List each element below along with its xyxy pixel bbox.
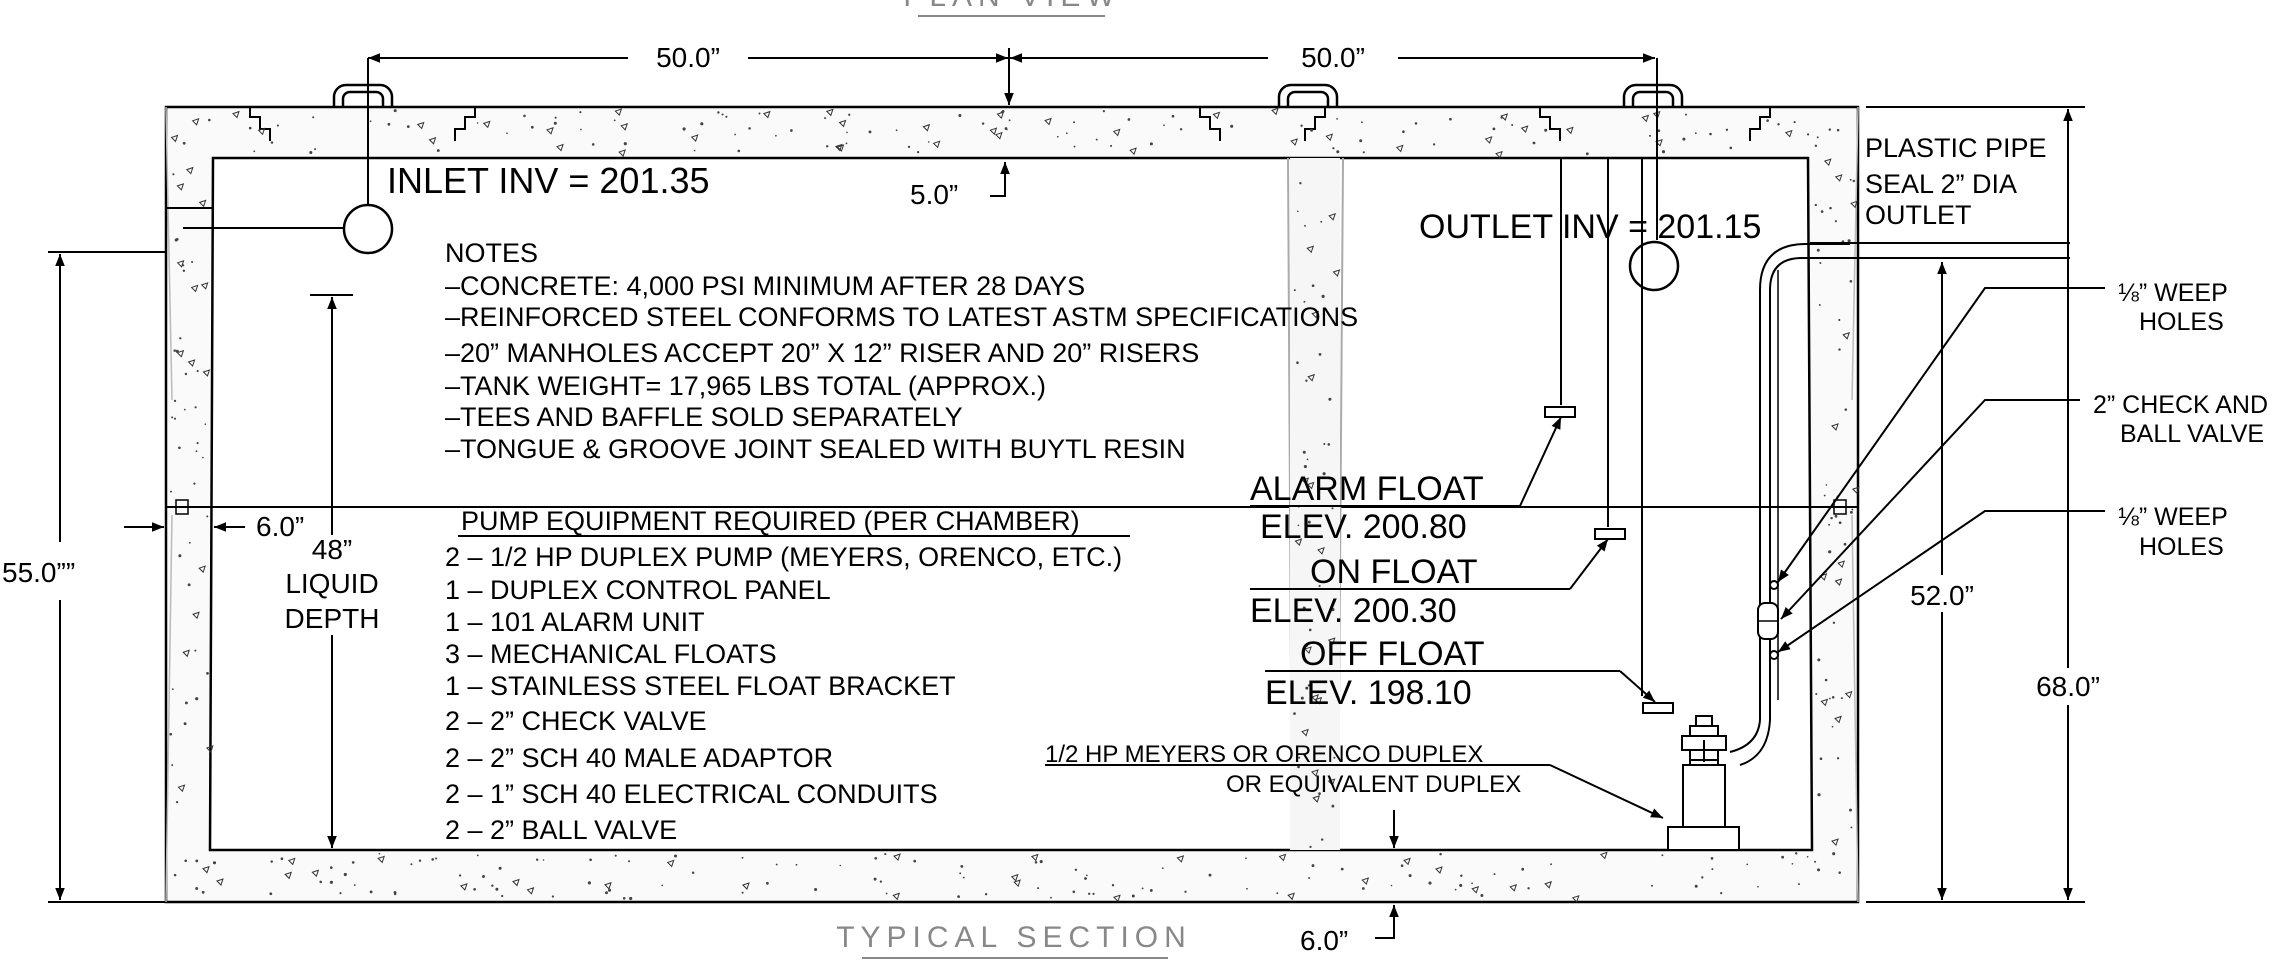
pump-item: 2 – 1” SCH 40 ELECTRICAL CONDUITS [445,779,938,809]
liquid-depth-label-1: LIQUID [285,568,378,599]
dim-lid-label: 5.0” [910,179,958,210]
pump-callout-line-1: 1/2 HP MEYERS OR ORENCO DUPLEX [1045,741,1483,768]
pump-item: 1 – STAINLESS STEEL FLOAT BRACKET [445,671,956,701]
plastic-seal-line-1: PLASTIC PIPE [1865,133,2047,163]
note-item: –TONGUE & GROOVE JOINT SEALED WITH BUYTL… [445,434,1186,464]
dim-inner-right-label: 52.0” [1910,580,1974,611]
pump-equipment-title: PUMP EQUIPMENT REQUIRED (PER CHAMBER) [461,506,1080,536]
pump-item: 1 – 101 ALARM UNIT [445,607,705,637]
alarm-float-elev: ELEV. 200.80 [1260,508,1467,546]
right-wall-taper [1851,106,1859,903]
dim-bottom-label: 6.0” [1300,925,1348,956]
note-item: –TEES AND BAFFLE SOLD SEPARATELY [445,402,963,432]
baffle-fill [1290,158,1340,850]
dim-top-left-label: 50.0” [656,42,720,73]
notes-title: NOTES [445,238,538,268]
weep-top-leader [1777,287,2105,583]
off-float-leader [1619,670,1656,703]
pump-item: 2 – 1/2 HP DUPLEX PUMP (MEYERS, ORENCO, … [445,542,1122,572]
off-float [1642,702,1674,714]
check-ball-leader [1780,399,2080,620]
pump-item: 1 – DUPLEX CONTROL PANEL [445,575,831,605]
dim-overall-right-label: 68.0” [2036,671,2100,702]
weep-hole-top [1769,580,1779,590]
dim-top-right-label: 50.0” [1301,42,1365,73]
duplex-pump [1667,715,1740,851]
outlet-invert-label: OUTLET INV = 201.15 [1419,208,1761,246]
tank-body [164,105,1860,904]
off-float-label: OFF FLOAT [1300,635,1484,673]
weep-top-line-2: HOLES [2139,308,2224,336]
note-item: –20” MANHOLES ACCEPT 20” X 12” RISER AND… [445,338,1199,368]
check-ball-line-2: BALL VALVE [2120,420,2264,448]
weep-bottom-line-2: HOLES [2139,533,2224,561]
left-wall-taper [165,106,173,903]
joint-key-right [1833,499,1847,515]
lid-manholes [249,107,1771,141]
discharge-pipe-bend [1739,719,1771,766]
weep-bottom-line-1: ⅛” WEEP [2118,503,2228,531]
pump-callout-line-2: OR EQUIVALENT DUPLEX [1226,771,1521,798]
weep-top-line-1: ⅛” WEEP [2118,279,2228,307]
alarm-float-leader [1519,416,1562,507]
plastic-seal-line-3: OUTLET [1865,200,1972,230]
pump-item: 2 – 2” SCH 40 MALE ADAPTOR [445,743,833,773]
lifting-handles [332,83,1684,107]
inlet-invert-label: INLET INV = 201.35 [387,160,710,201]
on-float-label: ON FLOAT [1310,553,1478,591]
dim-overall-left-label: 55.0”” [2,557,75,588]
plan-view-title: PLAN VIEW [903,0,1120,13]
pump-item: 2 – 2” CHECK VALVE [445,706,707,736]
section-view-title: TYPICAL SECTION [836,921,1192,954]
concrete-stipple [169,107,1860,903]
tank-inner-outline [208,156,1814,852]
discharge-pipe-bend-inner [1729,719,1761,753]
weep-bottom-leader [1777,510,2105,653]
pump-callout-leader [1549,764,1664,819]
plastic-seal-line-2: SEAL 2” DIA [1865,169,2017,199]
dim-lid-leader [990,162,1010,197]
note-item: –CONCRETE: 4,000 PSI MINIMUM AFTER 28 DA… [445,271,1085,301]
dim-bottom-lower-leader [1375,905,1399,939]
dim-wall-label: 6.0” [256,511,304,542]
on-float [1594,528,1626,540]
alarm-float [1544,406,1576,418]
off-float-elev: ELEV. 198.10 [1265,674,1472,712]
pump-item: 2 – 2” BALL VALVE [445,815,677,845]
alarm-float-label: ALARM FLOAT [1250,470,1484,508]
note-item: –TANK WEIGHT= 17,965 LBS TOTAL (APPROX.) [445,371,1046,401]
liquid-depth-value: 48” [312,534,352,565]
weep-hole-bottom [1769,650,1779,660]
check-ball-line-1: 2” CHECK AND [2093,391,2268,419]
joint-key-left [175,499,189,515]
on-float-leader [1569,538,1609,590]
outlet-pipe-circle [1628,240,1680,292]
liquid-depth-label-2: DEPTH [285,603,380,634]
pump-item: 3 – MECHANICAL FLOATS [445,639,777,669]
tank-outer-outline [164,105,1860,904]
discharge-pipe [1759,243,1850,720]
on-float-elev: ELEV. 200.30 [1250,592,1457,630]
note-item: –REINFORCED STEEL CONFORMS TO LATEST AST… [445,302,1358,332]
inlet-pipe-circle [342,203,394,255]
